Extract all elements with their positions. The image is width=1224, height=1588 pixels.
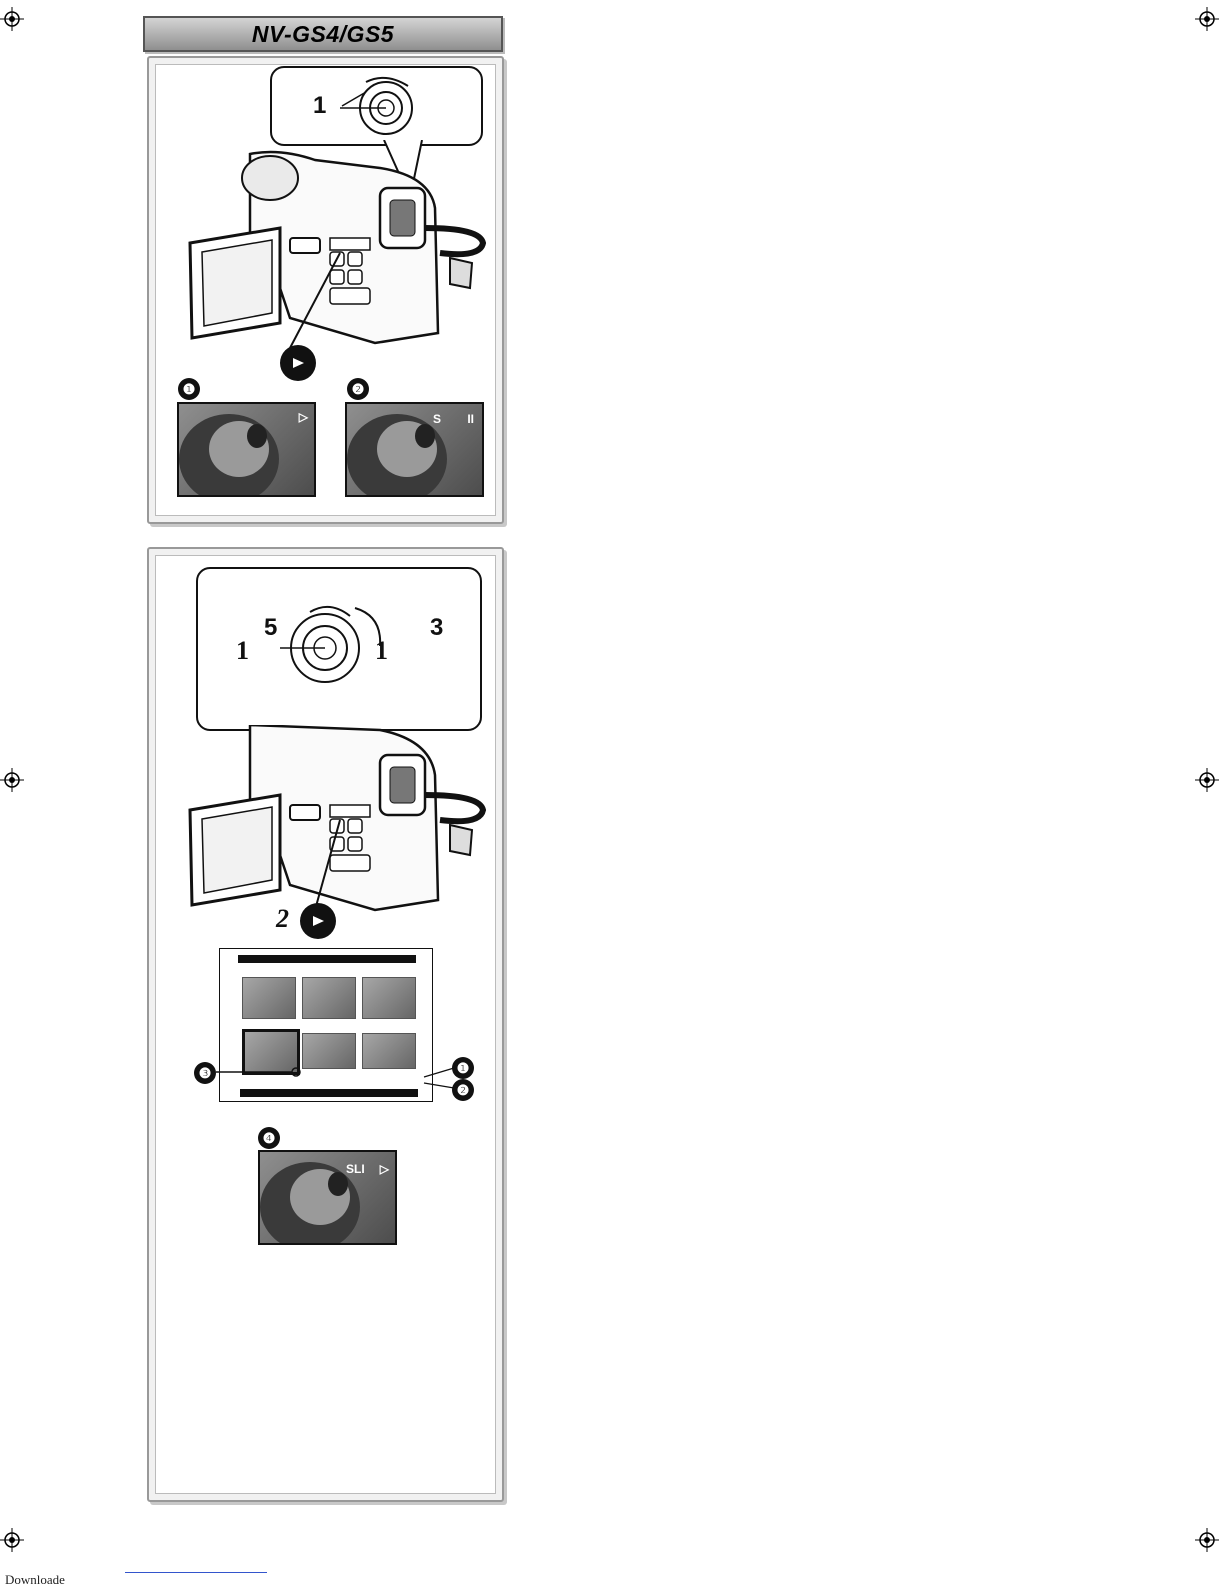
callout-step-label: 1 (313, 92, 326, 120)
play-icon (311, 915, 325, 927)
index-top-bar (238, 955, 416, 963)
play-icon (291, 357, 305, 369)
model-title: NV-GS4/GS5 (252, 21, 394, 48)
callout-label-top-right: 3 (430, 614, 443, 642)
thumbnail[interactable] (362, 977, 416, 1019)
index-marker-1: ❶ (452, 1057, 474, 1079)
step-marker-2: ❷ (347, 378, 369, 400)
step-marker-4: ❹ (258, 1127, 280, 1149)
lion-photo (179, 404, 314, 495)
playback-screen-1: ▷ (177, 402, 316, 497)
camcorder-icon (180, 725, 490, 915)
lion-photo (347, 404, 482, 495)
play-button[interactable] (280, 345, 316, 381)
thumbnail[interactable] (242, 977, 296, 1019)
index-marker-3: ❸ (194, 1062, 216, 1084)
step-label-2: 2 (276, 904, 289, 934)
callout-label-right: 1 (375, 636, 388, 666)
registration-mark-icon (0, 768, 24, 792)
osd-slideshow-indicator: S (433, 412, 441, 426)
registration-mark-icon (0, 1528, 24, 1552)
registration-mark-icon (1195, 768, 1219, 792)
play-button[interactable] (300, 903, 336, 939)
mode-dial-icon (340, 68, 430, 144)
mode-dial-icon (270, 596, 390, 700)
osd-play-indicator: ▷ (299, 410, 308, 424)
osd-slideshow-indicator: SLI (346, 1162, 365, 1176)
registration-mark-icon (1195, 7, 1219, 31)
lion-photo (260, 1152, 395, 1243)
callout-label-left: 1 (236, 636, 249, 666)
registration-mark-icon (0, 7, 24, 31)
osd-play-indicator: ▷ (380, 1162, 389, 1176)
step-marker-1: ❶ (178, 378, 200, 400)
footer-text: Downloade (5, 1572, 65, 1588)
index-leader-lines (210, 1062, 460, 1092)
registration-mark-icon (1195, 1528, 1219, 1552)
footer-link-underline[interactable] (125, 1572, 267, 1573)
playback-screen-4: SLI ▷ (258, 1150, 397, 1245)
index-marker-2: ❷ (452, 1079, 474, 1101)
playback-screen-2: S II (345, 402, 484, 497)
osd-pause-indicator: II (467, 412, 474, 426)
model-header: NV-GS4/GS5 (143, 16, 503, 52)
camcorder-icon (180, 148, 490, 348)
thumbnail[interactable] (302, 977, 356, 1019)
callout-label-top-left: 5 (264, 614, 277, 642)
